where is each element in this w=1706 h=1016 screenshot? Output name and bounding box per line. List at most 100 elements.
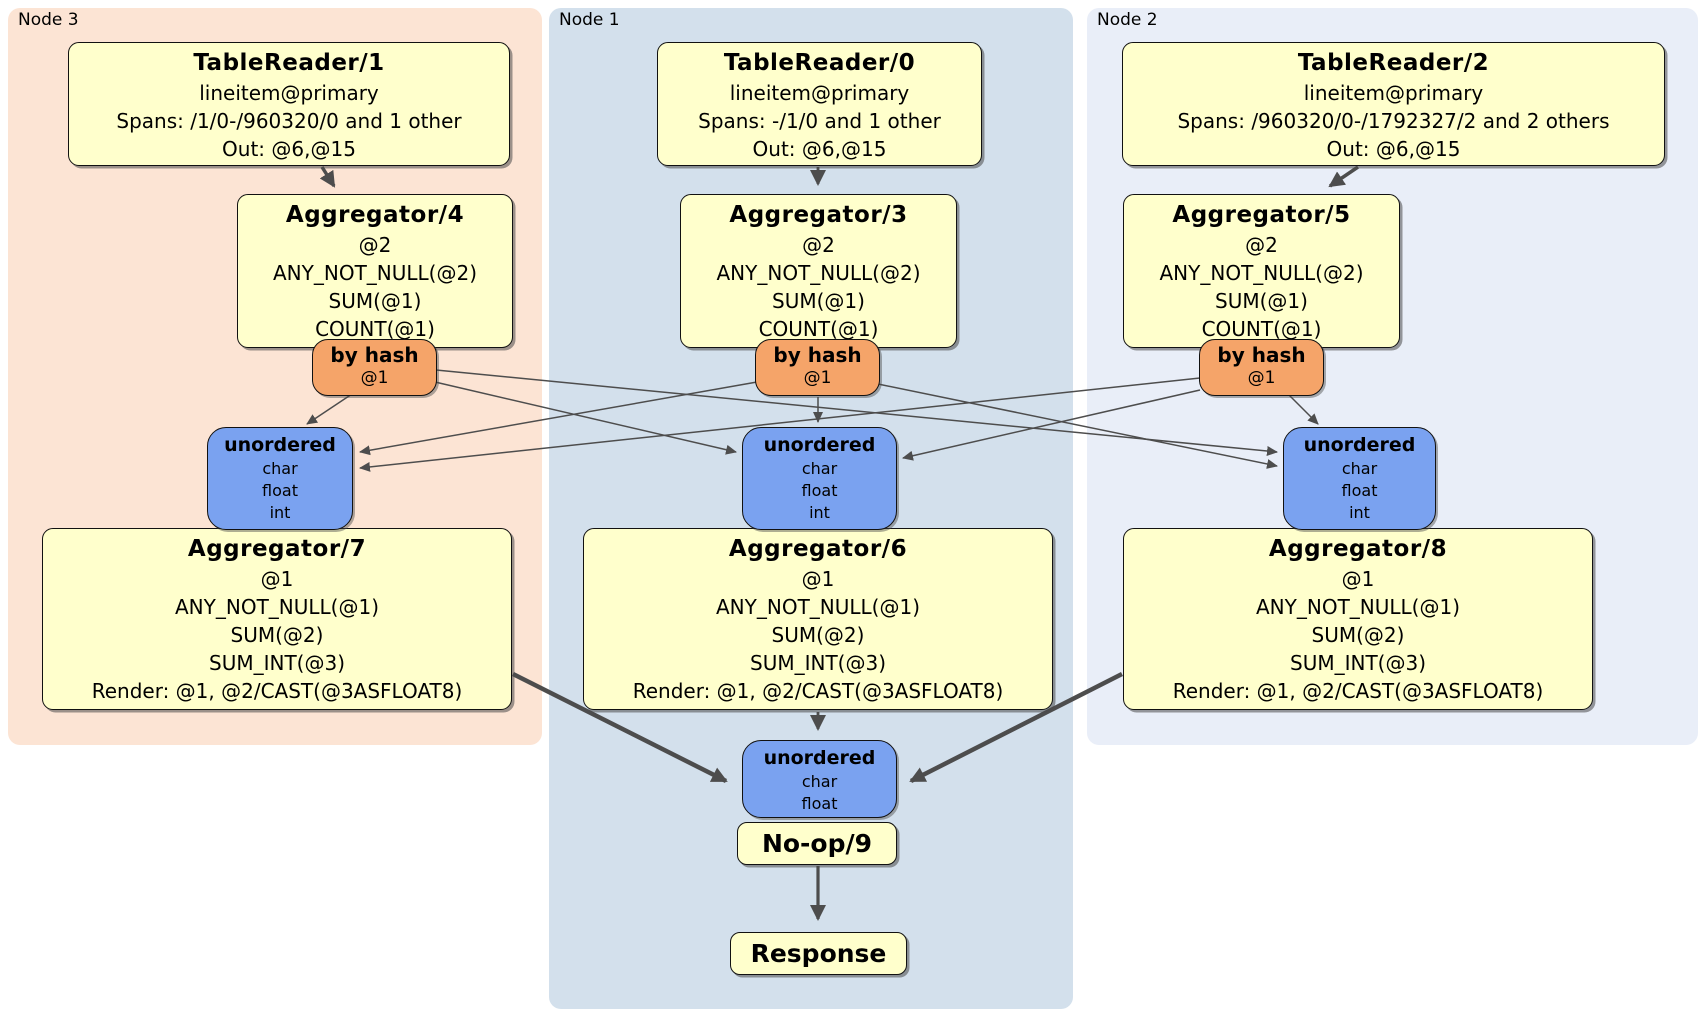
render-expression: Render: @1, @2/CAST(@3ASFLOAT8)	[632, 679, 1004, 703]
response-box: Response	[730, 932, 907, 975]
edge-agg8-finalsync	[909, 671, 1124, 784]
unordered-sync-node1: unordered char float int	[742, 427, 897, 530]
router-type-label: by hash	[773, 343, 862, 367]
noop-box: No-op/9	[737, 822, 897, 865]
sync-column-type: float	[1341, 481, 1378, 500]
edge-router3-sync3	[306, 393, 353, 425]
node3-label: Node 3	[18, 10, 79, 30]
spans-label: Spans: /1/0-/960320/0 and 1 other	[116, 109, 462, 133]
edge-router2-sync2	[1287, 393, 1319, 425]
agg-func: ANY_NOT_NULL(@1)	[175, 595, 379, 619]
router-column-label: @1	[1247, 368, 1276, 388]
agg-func: SUM_INT(@3)	[1290, 651, 1426, 675]
sync-type-label: unordered	[763, 434, 876, 456]
unordered-sync-node3: unordered char float int	[207, 427, 353, 530]
sync-column-type: int	[269, 503, 291, 522]
table-index-label: lineitem@primary	[729, 81, 910, 105]
out-columns-label: Out: @6,@15	[1326, 137, 1461, 161]
sync-column-type: char	[1341, 459, 1378, 478]
agg-func: SUM_INT(@3)	[750, 651, 886, 675]
processor-title: No-op/9	[761, 829, 873, 858]
processor-title: TableReader/2	[1297, 50, 1490, 76]
unordered-sync-final: unordered char float	[742, 740, 897, 818]
router-type-label: by hash	[1217, 343, 1306, 367]
render-expression: Render: @1, @2/CAST(@3ASFLOAT8)	[1172, 679, 1544, 703]
tablereader-0-box: TableReader/0 lineitem@primary Spans: -/…	[657, 42, 982, 166]
agg-func: ANY_NOT_NULL(@1)	[1256, 595, 1460, 619]
sync-column-type: int	[1349, 503, 1370, 522]
edge-router3-sync1	[434, 381, 737, 455]
agg-func: SUM(@2)	[1311, 623, 1405, 647]
sync-column-type: char	[262, 459, 298, 478]
aggregator-4-box: Aggregator/4 @2 ANY_NOT_NULL(@2) SUM(@1)…	[237, 194, 513, 348]
spans-label: Spans: /960320/0-/1792327/2 and 2 others	[1177, 109, 1610, 133]
group-by-columns: @1	[1341, 567, 1375, 591]
processor-title: Aggregator/4	[285, 202, 465, 228]
spans-label: Spans: -/1/0 and 1 other	[698, 109, 941, 133]
processor-title: Aggregator/8	[1268, 536, 1448, 562]
sync-column-type: float	[262, 481, 298, 500]
tablereader-2-box: TableReader/2 lineitem@primary Spans: /9…	[1122, 42, 1665, 166]
agg-func: ANY_NOT_NULL(@2)	[273, 261, 477, 285]
node2-label: Node 2	[1097, 10, 1158, 30]
edge-router3-sync2	[435, 369, 1278, 457]
agg-func: ANY_NOT_NULL(@2)	[1159, 261, 1364, 285]
out-columns-label: Out: @6,@15	[752, 137, 887, 161]
group-by-columns: @1	[260, 567, 294, 591]
edge-tr2-agg5	[1328, 165, 1359, 188]
processor-title: Aggregator/5	[1172, 202, 1351, 228]
sync-type-label: unordered	[763, 747, 876, 769]
sync-column-type: char	[801, 459, 838, 478]
aggregator-8-box: Aggregator/8 @1 ANY_NOT_NULL(@1) SUM(@2)…	[1123, 528, 1593, 710]
agg-func: SUM(@1)	[772, 289, 865, 313]
unordered-sync-node2: unordered char float int	[1283, 427, 1436, 530]
edge-agg7-finalsync	[511, 671, 728, 784]
agg-func: COUNT(@1)	[1201, 317, 1322, 341]
table-index-label: lineitem@primary	[1303, 81, 1484, 105]
agg-func: SUM(@2)	[771, 623, 865, 647]
sync-column-type: int	[809, 503, 830, 522]
sync-type-label: unordered	[224, 434, 336, 456]
processor-title: TableReader/0	[723, 50, 916, 76]
edge-router2-sync1	[902, 389, 1201, 461]
agg-func: SUM(@2)	[230, 623, 324, 647]
processor-title: Response	[750, 939, 887, 968]
edge-router1-sync2	[877, 383, 1278, 469]
table-index-label: lineitem@primary	[199, 81, 379, 105]
edge-tr1-agg4	[319, 166, 336, 188]
router-column-label: @1	[803, 368, 832, 388]
node1-label: Node 1	[559, 10, 620, 30]
edge-router2-sync3	[359, 377, 1201, 472]
hash-router-node1: by hash @1	[755, 339, 880, 396]
processor-title: Aggregator/6	[728, 536, 908, 562]
router-column-label: @1	[360, 368, 389, 388]
tablereader-1-box: TableReader/1 lineitem@primary Spans: /1…	[68, 42, 510, 166]
agg-func: SUM_INT(@3)	[209, 651, 345, 675]
sync-type-label: unordered	[1303, 434, 1416, 456]
agg-func: ANY_NOT_NULL(@2)	[716, 261, 921, 285]
sync-column-type: float	[801, 481, 838, 500]
agg-func: SUM(@1)	[1215, 289, 1308, 313]
processor-title: Aggregator/3	[729, 202, 908, 228]
sync-column-type: char	[801, 772, 838, 791]
agg-func: ANY_NOT_NULL(@1)	[716, 595, 920, 619]
router-type-label: by hash	[330, 343, 419, 367]
agg-func: COUNT(@1)	[758, 317, 879, 341]
processor-title: TableReader/1	[193, 50, 385, 76]
aggregator-3-box: Aggregator/3 @2 ANY_NOT_NULL(@2) SUM(@1)…	[680, 194, 957, 348]
agg-func: COUNT(@1)	[315, 317, 435, 341]
agg-func: SUM(@1)	[328, 289, 422, 313]
processor-title: Aggregator/7	[187, 536, 367, 562]
render-expression: Render: @1, @2/CAST(@3ASFLOAT8)	[91, 679, 463, 703]
group-by-columns: @2	[358, 233, 392, 257]
hash-router-node2: by hash @1	[1199, 339, 1324, 396]
aggregator-6-box: Aggregator/6 @1 ANY_NOT_NULL(@1) SUM(@2)…	[583, 528, 1053, 710]
group-by-columns: @2	[802, 233, 835, 257]
out-columns-label: Out: @6,@15	[222, 137, 356, 161]
hash-router-node3: by hash @1	[312, 339, 437, 396]
edge-router1-sync3	[359, 381, 758, 456]
group-by-columns: @2	[1245, 233, 1278, 257]
sync-column-type: float	[801, 794, 838, 813]
